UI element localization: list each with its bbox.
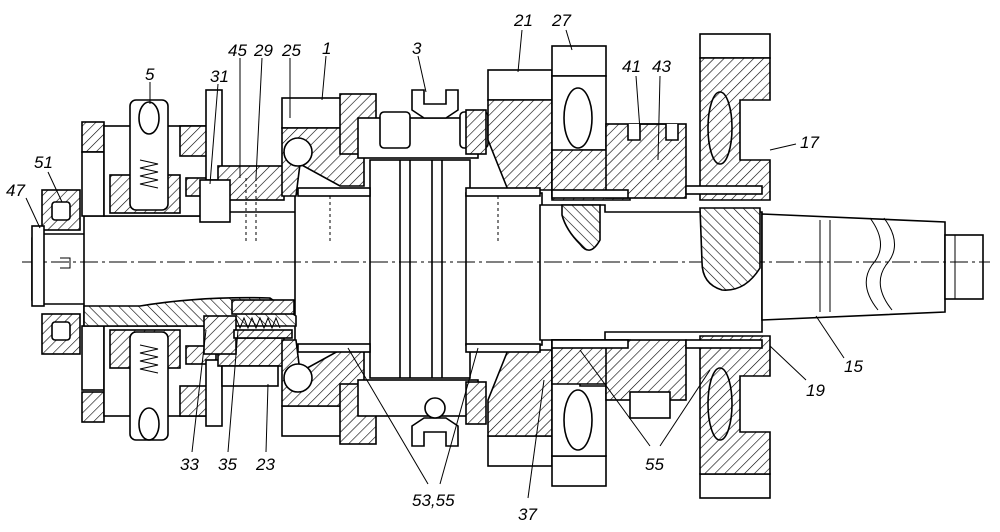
gear-17	[699, 33, 771, 499]
callout-19: 19	[806, 381, 825, 400]
callout-15: 15	[844, 357, 863, 376]
callout-23: 23	[255, 455, 275, 474]
callout-27: 27	[551, 11, 571, 30]
callout-29: 29	[253, 41, 273, 60]
callout-45: 45	[228, 41, 247, 60]
callout-31: 31	[210, 67, 229, 86]
callout-51: 51	[34, 153, 53, 172]
callout-3: 3	[412, 39, 422, 58]
callout-41: 41	[622, 57, 641, 76]
callout-33: 33	[180, 455, 199, 474]
left-nut-assembly	[31, 189, 81, 355]
callout-53-55: 53,55	[412, 491, 455, 510]
callout-35: 35	[218, 455, 237, 474]
gear-21	[487, 69, 553, 467]
leader-lines	[25, 29, 845, 499]
callout-37: 37	[518, 505, 537, 524]
callout-21: 21	[513, 11, 533, 30]
callout-43: 43	[652, 57, 671, 76]
callout-47: 47	[6, 181, 25, 200]
callout-17: 17	[800, 133, 819, 152]
synchronizer-3	[339, 89, 489, 447]
callout-55: 55	[645, 455, 664, 474]
callout-labels: 5 51 47 31 45 29 25 1 3 21 27 41 43 17 1…	[6, 11, 863, 524]
synchronizer-41-43	[605, 123, 687, 419]
callout-5: 5	[145, 65, 155, 84]
callout-1: 1	[322, 39, 331, 58]
callout-25: 25	[281, 41, 301, 60]
needle-bearings	[297, 185, 763, 353]
